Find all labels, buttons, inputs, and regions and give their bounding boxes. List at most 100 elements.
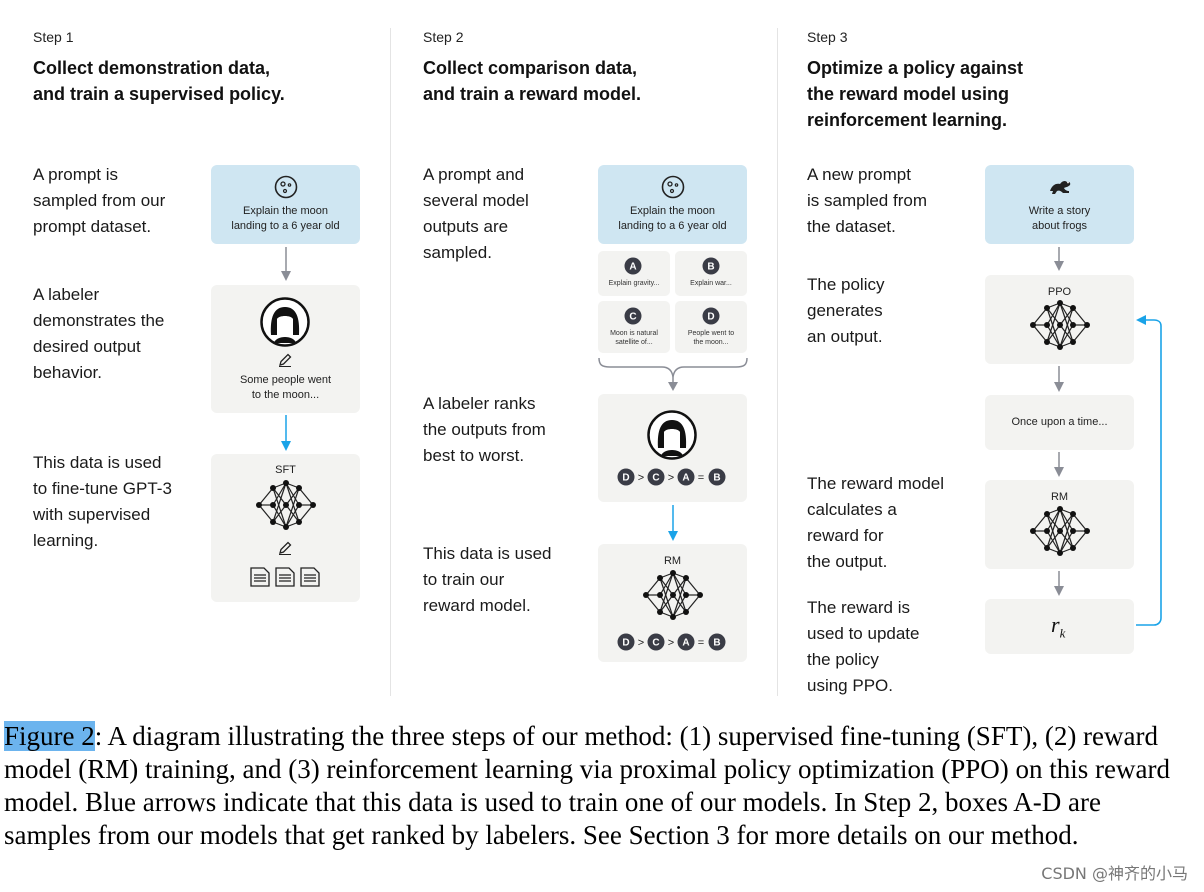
svg-text:D: D	[622, 473, 629, 484]
step3-gray-arrow-3	[1054, 452, 1064, 477]
output-line: Explain war...	[690, 280, 732, 287]
step3-desc1: A new prompt is sampled from the dataset…	[807, 162, 927, 240]
step3-title-line2: the reward model using	[807, 84, 1010, 104]
prompt-line: Explain the moon	[243, 205, 328, 217]
step2-prompt-text: Explain the moon landing to a 6 year old	[598, 204, 747, 234]
neural-network-icon	[643, 570, 703, 620]
desc-line: behavior.	[33, 363, 102, 382]
desc-line: with supervised	[33, 505, 151, 524]
output-c-text: Moon is natural satellite of...	[598, 329, 670, 347]
output-b-text: Explain war...	[675, 279, 747, 288]
desc-line: the policy	[807, 650, 879, 669]
figure-ref: Figure 2	[4, 721, 95, 751]
ranking-row: D > C > A = B	[617, 468, 729, 486]
prompt-line: landing to a 6 year old	[618, 220, 727, 232]
output-box-a: A Explain gravity...	[598, 251, 670, 296]
step1-prompt-box: Explain the moon landing to a 6 year old	[211, 165, 360, 244]
svg-text:D: D	[622, 638, 629, 649]
svg-text:B: B	[707, 262, 714, 273]
brace-icon	[598, 357, 748, 391]
svg-text:B: B	[713, 473, 720, 484]
step2-rm-box: RM D > C	[598, 544, 747, 662]
desc-line: reward model.	[423, 596, 531, 615]
moon-icon	[274, 175, 298, 199]
svg-text:C: C	[652, 638, 659, 649]
desc-line: A prompt and	[423, 165, 525, 184]
desc-line: is sampled from	[807, 191, 927, 210]
output-box-c: C Moon is natural satellite of...	[598, 301, 670, 353]
desc-line: demonstrates the	[33, 311, 165, 330]
step1-gray-arrow	[281, 247, 291, 281]
badge-b-icon: B	[702, 257, 720, 275]
desc-line: learning.	[33, 531, 99, 550]
pencil-icon	[279, 353, 292, 367]
desc-line: to fine-tune GPT-3	[33, 479, 172, 498]
step2-label: Step 2	[423, 29, 464, 45]
desc-line: the output.	[807, 552, 888, 571]
step2-title-line1: Collect comparison data,	[423, 58, 638, 78]
step2-labeler-box: D > C > A = B	[598, 394, 747, 502]
desc-line: prompt dataset.	[33, 217, 152, 236]
neural-network-icon	[256, 480, 316, 530]
svg-text:C: C	[652, 473, 659, 484]
step3-prompt-text: Write a story about frogs	[985, 204, 1134, 234]
step1-output-text: Some people went to the moon...	[211, 373, 360, 403]
step3-blue-feedback-arrow	[1136, 315, 1162, 626]
output-box-d: D People went to the moon...	[675, 301, 747, 353]
step1-prompt-text: Explain the moon landing to a 6 year old	[211, 204, 360, 234]
step1-desc2: A labeler demonstrates the desired outpu…	[33, 282, 164, 386]
badge-c-icon: C	[624, 307, 642, 325]
desc-line: several model	[423, 191, 529, 210]
rm-label: RM	[1050, 491, 1069, 503]
pencil-icon	[279, 541, 292, 555]
watermark: CSDN @神齐的小马	[1041, 864, 1188, 883]
figure-caption: Figure 2: A diagram illustrating the thr…	[4, 720, 1194, 852]
desc-line: calculates a	[807, 500, 897, 519]
desc-line: used to update	[807, 624, 920, 643]
step1-sft-box: SFT	[211, 454, 360, 602]
output-d-text: People went to the moon...	[675, 329, 747, 347]
desc-line: A labeler ranks	[423, 394, 536, 413]
output-line: Explain gravity...	[608, 280, 660, 287]
divider-1	[390, 28, 391, 696]
ranking-graphic: D > C > A = B	[617, 468, 726, 486]
desc-line: A new prompt	[807, 165, 911, 184]
prompt-line: Write a story	[1028, 205, 1091, 217]
step3-title: Optimize a policy against the reward mod…	[807, 55, 1023, 133]
divider-2	[777, 28, 778, 696]
documents-icon	[250, 567, 320, 587]
desc-line: A labeler	[33, 285, 100, 304]
desc-line: the outputs from	[423, 420, 546, 439]
svg-text:A: A	[629, 262, 636, 273]
desc-line: The reward is	[807, 598, 910, 617]
badge-d-icon: D	[702, 307, 720, 325]
output-line: to the moon...	[251, 389, 320, 401]
step3-prompt-box: Write a story about frogs	[985, 165, 1134, 244]
labeler-avatar-icon	[647, 410, 697, 460]
step3-ppo-box: PPO	[985, 275, 1134, 364]
step3-rm-box: RM	[985, 480, 1134, 569]
desc-line: the dataset.	[807, 217, 896, 236]
reward-k: k	[1059, 625, 1066, 641]
output-line: the moon...	[693, 339, 729, 346]
svg-text:>: >	[668, 637, 674, 649]
output-a-text: Explain gravity...	[598, 279, 670, 288]
rm-label: RM	[663, 555, 682, 567]
step2-prompt-box: Explain the moon landing to a 6 year old	[598, 165, 747, 244]
step1-labeler-box: Some people went to the moon...	[211, 285, 360, 413]
prompt-line: landing to a 6 year old	[231, 220, 340, 232]
prompt-line: Explain the moon	[630, 205, 715, 217]
neural-network-icon	[1030, 300, 1090, 350]
desc-line: This data is used	[33, 453, 162, 472]
step3-label: Step 3	[807, 29, 848, 45]
desc-line: best to worst.	[423, 446, 525, 465]
step2-title: Collect comparison data, and train a rew…	[423, 55, 641, 107]
step2-desc2: A labeler ranks the outputs from best to…	[423, 391, 546, 469]
ranking-graphic: D > C > A = B	[617, 633, 726, 651]
moon-icon	[661, 175, 685, 199]
step3-desc2: The policy generates an output.	[807, 272, 884, 350]
svg-text:>: >	[638, 472, 644, 484]
neural-network-icon	[1030, 506, 1090, 556]
svg-text:D: D	[707, 312, 714, 323]
labeler-avatar-icon	[260, 297, 310, 347]
